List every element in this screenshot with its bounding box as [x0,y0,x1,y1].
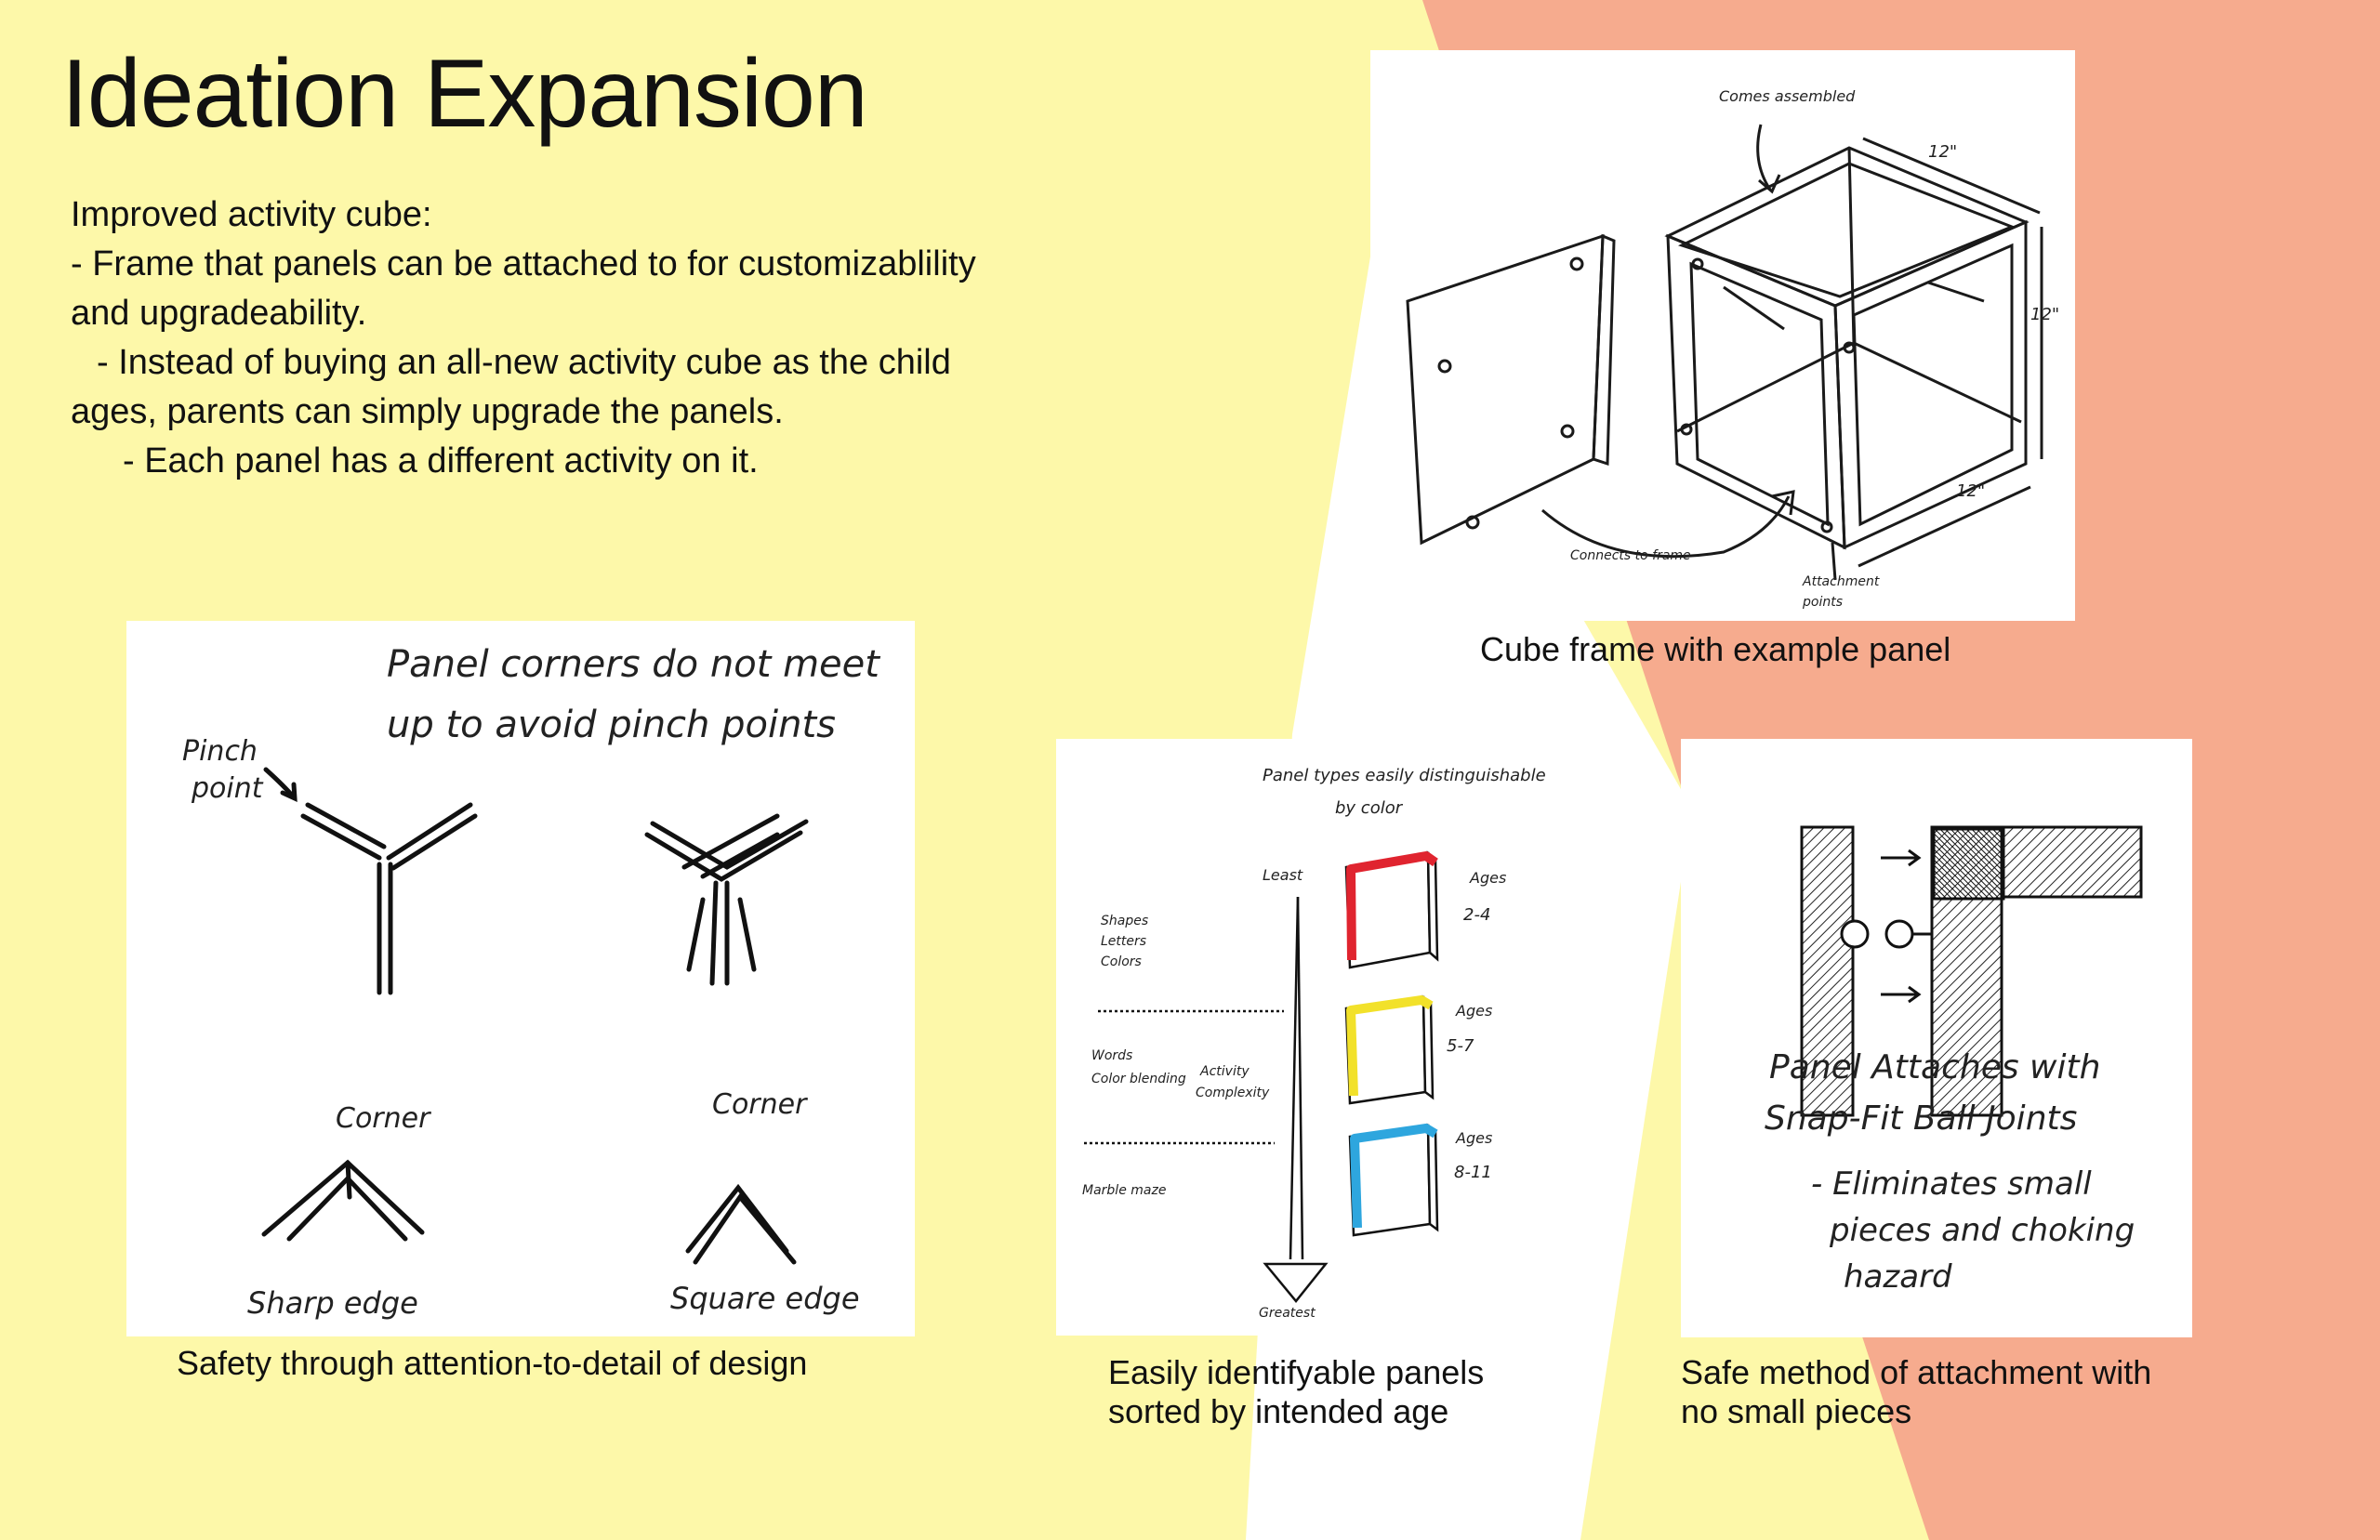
note-colors: Colors [1101,954,1142,969]
note-activity: Activity [1199,1064,1250,1079]
note-words: Words [1091,1048,1132,1063]
note-sharp-edge: Sharp edge [247,1285,418,1321]
cube-frame-caption: Cube frame with example panel [1480,630,1951,668]
age-panels-caption-1: Easily identifyable panels [1108,1353,1485,1391]
attach-note-3: - Eliminates small [1811,1165,2092,1203]
attachment-sketch: Panel Attaches with Snap-Fit Ball Joints… [1681,739,2192,1337]
safety-caption: Safety through attention-to-detail of de… [177,1344,808,1382]
note-square-edge: Square edge [670,1281,860,1316]
note-dim-bottom: 12" [1956,481,1985,501]
description-line: Improved activity cube: [71,195,432,234]
note-corner-left: Corner [336,1102,431,1135]
safety-heading-1: Panel corners do not meet [387,643,880,686]
red-panel-edge [1346,851,1438,961]
note-attachment: Attachment [1802,574,1880,589]
cube-frame-drawing: Comes assembled 12" 12" 12" Connects to … [1406,87,2059,610]
blue-panel-edge [1350,1124,1438,1229]
ages-range-1: 2-4 [1463,905,1490,925]
ages-range-3: 8-11 [1454,1163,1492,1182]
attach-note-4: pieces and choking [1829,1212,2135,1249]
note-dim-top: 12" [1928,142,1957,162]
safety-heading-2: up to avoid pinch points [387,704,836,746]
panels-heading-1: Panel types easily distinguishable [1263,766,1546,785]
attach-note-2: Snap-Fit Ball Joints [1765,1099,2077,1138]
note-color-blending: Color blending [1091,1072,1186,1086]
note-least: Least [1263,866,1303,884]
note-shapes: Shapes [1101,914,1148,928]
attachment-caption-2: no small pieces [1681,1392,1912,1430]
ages-label-1: Ages [1469,869,1506,887]
note-dim-side: 12" [2030,305,2059,324]
description-line: ages, parents can simply upgrade the pan… [71,392,784,431]
age-panels-sketch: Panel types easily distinguishable by co… [1056,739,1586,1336]
description-line: - Each panel has a different activity on… [123,441,759,480]
page-title: Ideation Expansion [61,40,868,148]
attachment-caption-1: Safe method of attachment with [1681,1353,2152,1391]
age-panels-caption-2: sorted by intended age [1108,1392,1449,1430]
note-greatest: Greatest [1259,1306,1316,1321]
note-attachment-points: points [1802,595,1843,610]
description-line: - Frame that panels can be attached to f… [71,244,976,283]
attachment-drawing: Panel Attaches with Snap-Fit Ball Joints… [1765,825,2143,1296]
attach-note-1: Panel Attaches with [1769,1048,2100,1086]
description-text: Improved activity cube: - Frame that pan… [71,191,1130,486]
note-complexity: Complexity [1196,1086,1270,1100]
ages-label-3: Ages [1455,1129,1492,1147]
panels-heading-2: by color [1335,798,1404,818]
note-letters: Letters [1101,934,1146,949]
note-connects: Connects to frame [1570,548,1691,563]
description-line: - Instead of buying an all-new activity … [97,343,951,382]
description-line: and upgradeability. [71,294,367,333]
age-panels-drawing: Panel types easily distinguishable by co… [1082,766,1546,1321]
note-pinch: Pinch [182,735,258,768]
yellow-panel-edge [1346,995,1434,1097]
cube-frame-sketch: Comes assembled 12" 12" 12" Connects to … [1370,50,2075,621]
safety-drawing: Panel corners do not meet up to avoid pi… [182,643,880,1321]
note-corner-right: Corner [712,1088,808,1121]
ages-range-2: 5-7 [1447,1036,1474,1056]
note-assembled: Comes assembled [1719,87,1856,105]
note-marble-maze: Marble maze [1082,1183,1166,1198]
ages-label-2: Ages [1455,1002,1492,1020]
safety-sketch: Panel corners do not meet up to avoid pi… [126,621,915,1336]
note-point: point [191,772,264,805]
attach-note-5: hazard [1844,1258,1952,1296]
